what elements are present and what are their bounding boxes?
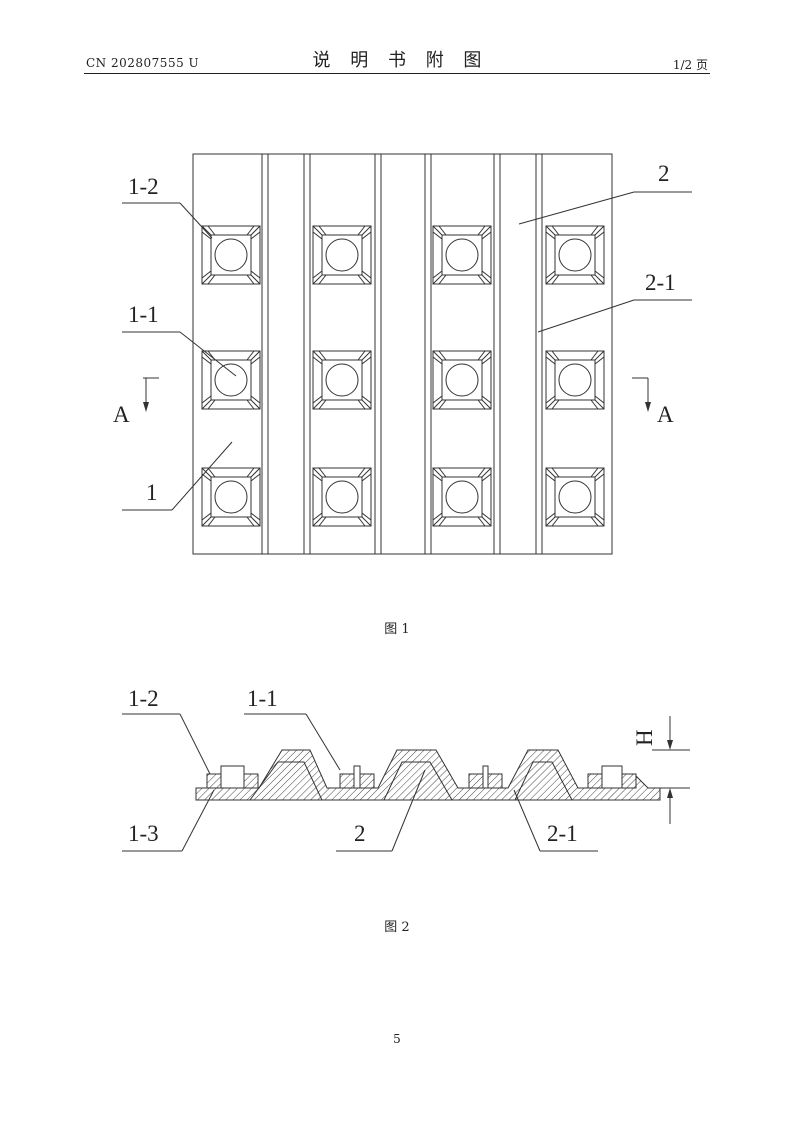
- block-1: [206, 765, 259, 789]
- label-2: 2: [354, 821, 366, 846]
- cell-1-4: [545, 225, 605, 285]
- header-rule: [84, 73, 710, 74]
- figure-2: [122, 713, 690, 852]
- label-1-3: 1-3: [128, 821, 159, 846]
- channel-3: [493, 154, 543, 554]
- block-3: [468, 765, 503, 789]
- block-2: [339, 765, 375, 789]
- plate-outline: [192, 153, 613, 555]
- figure-2-caption: 图 2: [384, 920, 410, 935]
- cell-1-3: [432, 225, 492, 285]
- figure-1-caption: 图 1: [384, 622, 410, 637]
- figure-1: [122, 153, 692, 555]
- label-2: 2: [658, 161, 670, 186]
- label-1-2: 1-2: [128, 686, 159, 711]
- section-a-right: A: [657, 402, 674, 427]
- cell-3-4: [545, 467, 605, 527]
- label-2-1: 2-1: [645, 270, 676, 295]
- cell-2-2: [312, 350, 372, 410]
- figure-2-labels: 1-2 1-1 1-3 2 2-1 H: [128, 686, 657, 846]
- page-info: 1/2 页: [672, 58, 708, 72]
- cell-2-3: [432, 350, 492, 410]
- channel-1: [261, 154, 311, 554]
- block-4: [587, 765, 637, 789]
- label-1-1: 1-1: [247, 686, 278, 711]
- label-2-1: 2-1: [547, 821, 578, 846]
- cell-2-1: [201, 350, 261, 410]
- cell-1-1: [201, 225, 261, 285]
- doc-number: CN 202807555 U: [86, 56, 200, 70]
- cell-3-2: [312, 467, 372, 527]
- page-title: 说 明 书 附 图: [312, 50, 482, 71]
- cell-1-2: [312, 225, 372, 285]
- section-a-left: A: [113, 402, 130, 427]
- figure-1-labels: 1-2 1-1 1 2 2-1 A A: [113, 161, 676, 505]
- channel-2: [374, 154, 432, 554]
- label-1-1: 1-1: [128, 302, 159, 327]
- label-1-2: 1-2: [128, 174, 159, 199]
- page-number: 5: [393, 1032, 401, 1046]
- label-1: 1: [146, 480, 158, 505]
- cell-3-1: [201, 467, 261, 527]
- cell-2-4: [545, 350, 605, 410]
- cell-3-3: [432, 467, 492, 527]
- label-h: H: [632, 729, 657, 746]
